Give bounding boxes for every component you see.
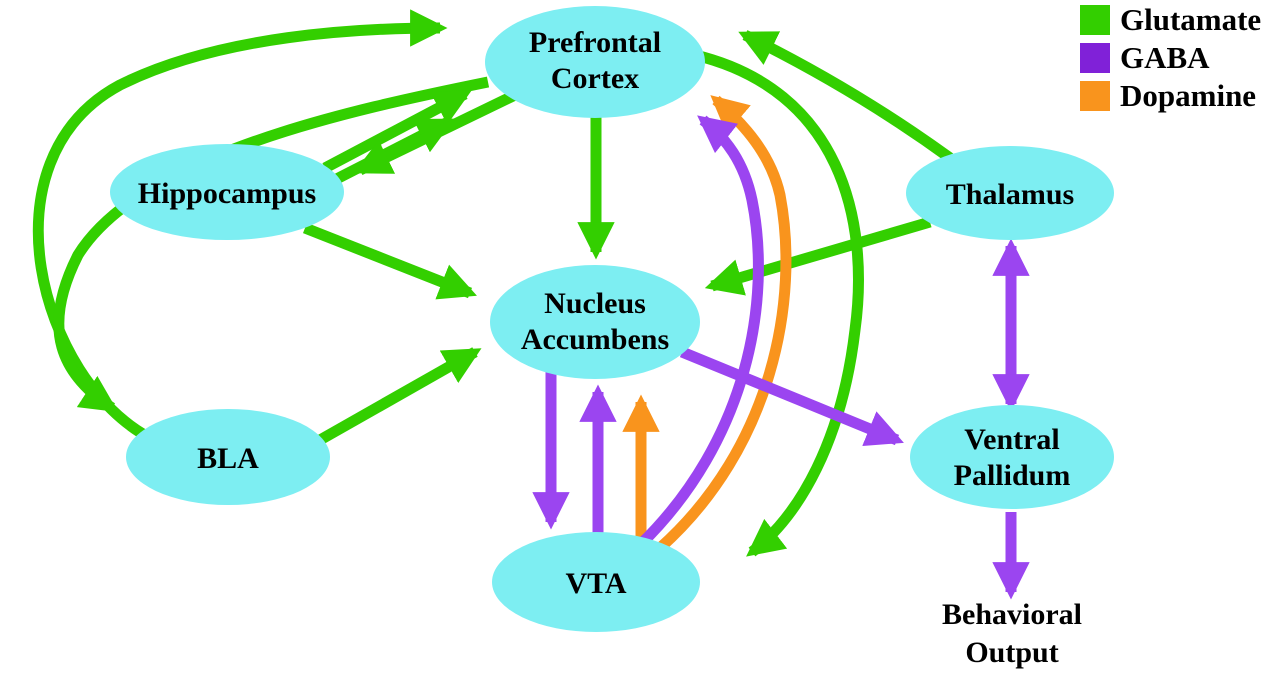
edge-vta-to-pfc-gaba <box>636 115 764 549</box>
vta-label: VTA <box>565 567 626 600</box>
legend-label-gaba: GABA <box>1120 40 1210 75</box>
hippocampus-label: Hippocampus <box>138 177 316 210</box>
edge-vta-to-pfc-dopamine <box>656 95 792 553</box>
legend-swatch-gaba <box>1080 43 1110 73</box>
pfc-label-line2: Cortex <box>551 62 639 95</box>
node-nucleus-accumbens: Nucleus Accumbens <box>490 265 700 379</box>
node-hippocampus: Hippocampus <box>110 144 344 240</box>
node-bla: BLA <box>126 409 330 505</box>
edge-bla-to-nacc-glutamate <box>317 347 482 445</box>
node-vta: VTA <box>492 532 700 632</box>
bla-ellipse <box>126 409 330 505</box>
edge-nacc-to-vp-gaba <box>679 346 904 446</box>
edge-pfc-to-hippocampus-glutamate <box>353 90 518 175</box>
thalamus-label: Thalamus <box>946 178 1074 211</box>
behavioral-output-label: Behavioral Output <box>942 598 1082 669</box>
edge-pfc-to-vta-glutamate <box>693 49 864 557</box>
edge-bla-to-pfc-glutamate <box>32 9 448 443</box>
vta-ellipse <box>492 532 700 632</box>
edge-pfc-to-bla-glutamate <box>53 76 490 413</box>
legend-label-dopamine: Dopamine <box>1120 78 1256 113</box>
vp-label-line2: Pallidum <box>954 459 1071 492</box>
nacc-label-line2: Accumbens <box>521 323 669 356</box>
behavioral-output-line1: Behavioral <box>942 598 1082 631</box>
vp-label-line1: Ventral <box>964 423 1060 456</box>
pfc-label-line1: Prefrontal <box>529 26 661 59</box>
legend-swatch-dopamine <box>1080 81 1110 111</box>
node-ventral-pallidum: Ventral Pallidum <box>910 405 1114 509</box>
vp-ellipse <box>910 405 1114 509</box>
edge-thalamus-to-nacc-glutamate <box>704 216 932 296</box>
nacc-ellipse <box>490 265 700 379</box>
edge-hippocampus-to-nacc-glutamate <box>302 222 477 300</box>
edge-hippocampus-to-pfc-glutamate-1 <box>322 89 472 173</box>
bla-label: BLA <box>197 442 259 475</box>
node-prefrontal-cortex: Prefrontal Cortex <box>485 6 705 118</box>
hippocampus-ellipse <box>110 144 344 240</box>
pfc-ellipse <box>485 6 705 118</box>
legend: Glutamate GABA Dopamine <box>1080 2 1261 113</box>
legend-label-glutamate: Glutamate <box>1120 2 1261 37</box>
edge-thalamus-to-pfc-glutamate <box>738 30 954 163</box>
nacc-label-line1: Nucleus <box>544 287 646 320</box>
behavioral-output-line2: Output <box>965 636 1058 669</box>
thalamus-ellipse <box>906 146 1114 240</box>
legend-swatch-glutamate <box>1080 5 1110 35</box>
node-thalamus: Thalamus <box>906 146 1114 240</box>
